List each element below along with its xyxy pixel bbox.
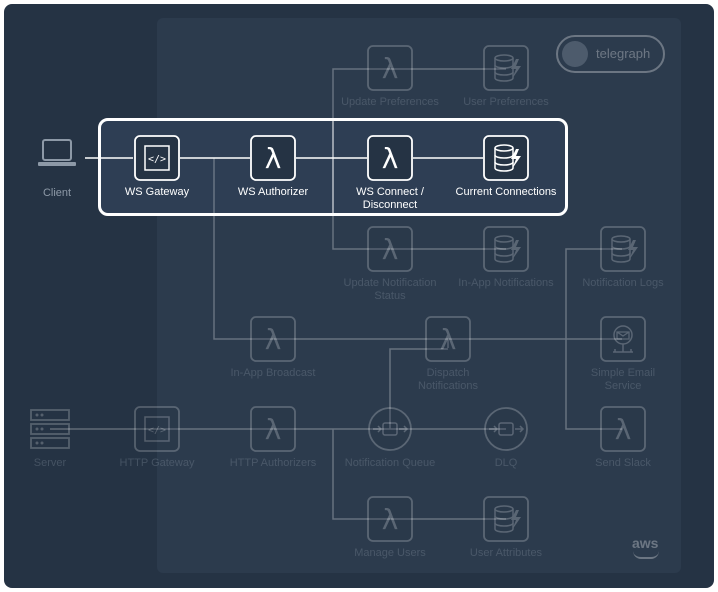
laptop-icon (34, 136, 80, 182)
telegraph-badge-text: telegraph (596, 46, 651, 61)
aws-smile-icon (633, 551, 659, 559)
server-rack-icon (27, 406, 73, 452)
manage-users-node[interactable]: λ Manage Users (330, 496, 450, 560)
aws-logo-text: aws (632, 535, 659, 551)
svg-text:λ: λ (265, 142, 282, 175)
dynamodb-icon (600, 226, 646, 272)
svg-text:λ: λ (382, 233, 399, 266)
user-attributes-node[interactable]: User Attributes (446, 496, 566, 560)
send-slack-node[interactable]: λ Send Slack (563, 406, 683, 470)
http-authorizers-label: HTTP Authorizers (229, 457, 317, 469)
client-node[interactable]: Client (0, 136, 117, 200)
api-gateway-icon: </> (134, 135, 180, 181)
svg-text:λ: λ (615, 413, 632, 446)
aws-region (157, 18, 681, 573)
dynamodb-icon (483, 496, 529, 542)
lambda-icon: λ (367, 496, 413, 542)
notification-queue-node[interactable]: Notification Queue (330, 406, 450, 470)
svg-text:λ: λ (382, 142, 399, 175)
update-preferences-label: Update Preferences (341, 96, 439, 108)
user-attributes-label: User Attributes (469, 547, 543, 559)
ws-authorizer-node[interactable]: λ WS Authorizer (213, 135, 333, 199)
notification-queue-label: Notification Queue (344, 457, 436, 469)
current-connections-label: Current Connections (455, 186, 557, 198)
send-slack-label: Send Slack (595, 457, 651, 469)
update-preferences-node[interactable]: λ Update Preferences (330, 45, 450, 109)
ws-gateway-label: WS Gateway (124, 186, 190, 198)
dynamodb-icon (483, 226, 529, 272)
update-notification-status-node[interactable]: λ Update Notification Status (330, 226, 450, 303)
in-app-notifications-node[interactable]: In-App Notifications (446, 226, 566, 290)
lambda-icon: λ (250, 406, 296, 452)
simple-email-service-label: Simple Email Service (590, 367, 656, 392)
http-gateway-node[interactable]: </> HTTP Gateway (97, 406, 217, 470)
svg-text:λ: λ (382, 503, 399, 536)
ws-gateway-node[interactable]: </> WS Gateway (97, 135, 217, 199)
lambda-icon: λ (367, 45, 413, 91)
telegraph-badge: telegraph (556, 35, 665, 73)
svg-text:</>: </> (148, 154, 166, 165)
manage-users-label: Manage Users (354, 547, 426, 559)
http-gateway-label: HTTP Gateway (119, 457, 195, 469)
svg-text:</>: </> (148, 425, 166, 436)
svg-text:λ: λ (265, 413, 282, 446)
dispatch-notifications-label: Dispatch Notifications (418, 367, 478, 392)
notification-logs-label: Notification Logs (582, 277, 664, 289)
user-preferences-label: User Preferences (463, 96, 549, 108)
current-connections-node[interactable]: Current Connections (446, 135, 566, 199)
lambda-icon: λ (250, 135, 296, 181)
sqs-queue-icon (367, 406, 413, 452)
notification-logs-node[interactable]: Notification Logs (563, 226, 683, 290)
server-node[interactable]: Server (0, 406, 110, 470)
sqs-queue-icon (483, 406, 529, 452)
telegraph-logo-icon (562, 41, 588, 67)
svg-text:λ: λ (265, 323, 282, 356)
email-service-icon (600, 316, 646, 362)
lambda-icon: λ (250, 316, 296, 362)
svg-text:λ: λ (382, 52, 399, 85)
ws-connect-label: WS Connect / Disconnect (356, 186, 424, 211)
dispatch-notifications-node[interactable]: λ Dispatch Notifications (388, 316, 508, 393)
update-notification-status-label: Update Notification Status (343, 277, 437, 302)
lambda-icon: λ (367, 135, 413, 181)
lambda-icon: λ (367, 226, 413, 272)
dlq-node[interactable]: DLQ (446, 406, 566, 470)
client-label: Client (42, 187, 72, 199)
in-app-notifications-label: In-App Notifications (458, 277, 554, 289)
svg-text:λ: λ (440, 323, 457, 356)
dynamodb-icon (483, 45, 529, 91)
in-app-broadcast-node[interactable]: λ In-App Broadcast (213, 316, 333, 380)
ws-connect-node[interactable]: λ WS Connect / Disconnect (330, 135, 450, 212)
http-authorizers-node[interactable]: λ HTTP Authorizers (213, 406, 333, 470)
simple-email-service-node[interactable]: Simple Email Service (563, 316, 683, 393)
user-preferences-node[interactable]: User Preferences (446, 45, 566, 109)
dynamodb-icon (483, 135, 529, 181)
in-app-broadcast-label: In-App Broadcast (230, 367, 316, 379)
server-label: Server (33, 457, 67, 469)
aws-logo: aws (632, 535, 659, 559)
ws-authorizer-label: WS Authorizer (237, 186, 309, 198)
dlq-label: DLQ (494, 457, 518, 469)
api-gateway-icon: </> (134, 406, 180, 452)
lambda-icon: λ (600, 406, 646, 452)
lambda-icon: λ (425, 316, 471, 362)
